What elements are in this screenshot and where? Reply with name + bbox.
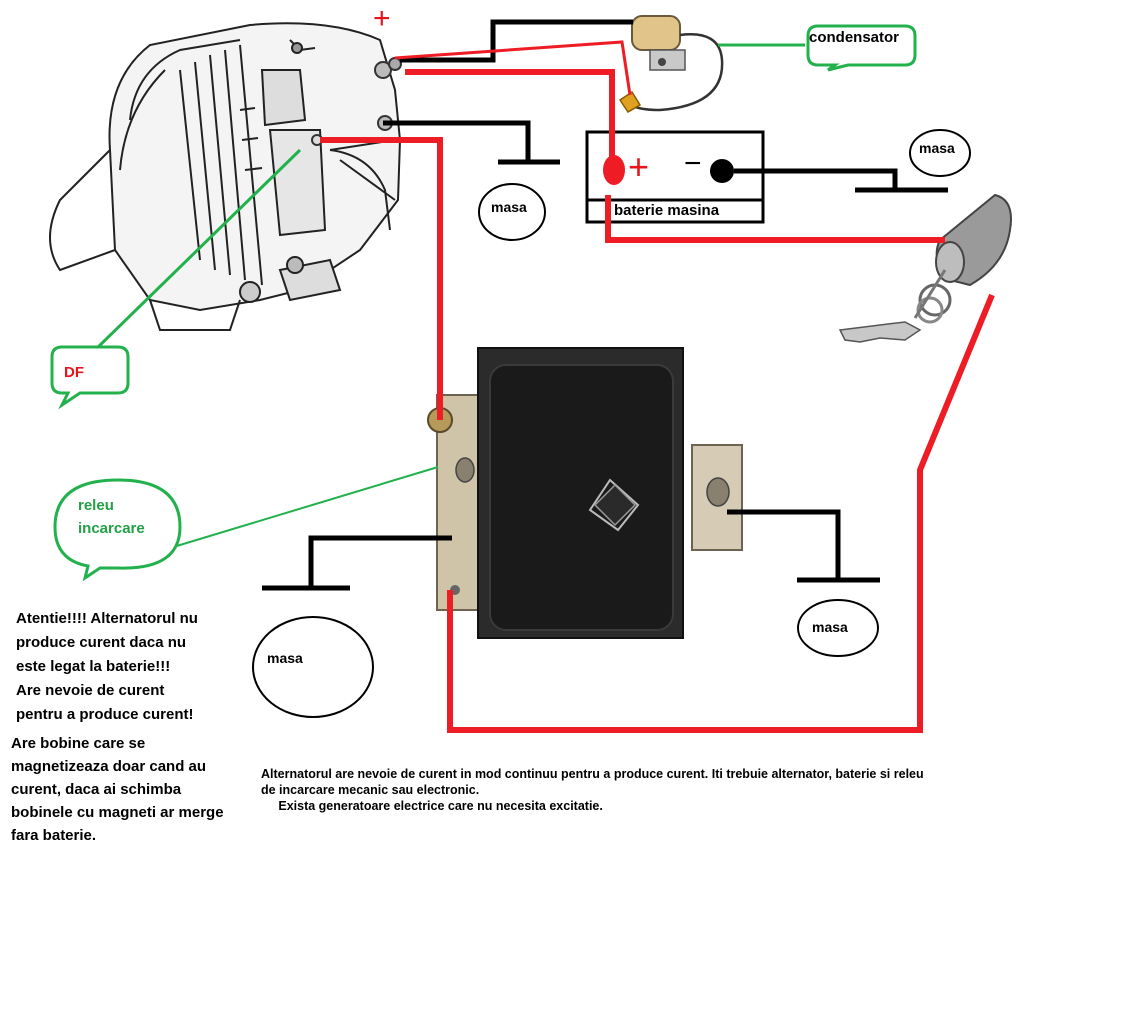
regulator-relay xyxy=(427,347,743,639)
battery xyxy=(585,130,765,224)
red-thin-wire xyxy=(394,40,632,96)
condensator-label: condensator xyxy=(809,29,900,46)
masa-left-ellipse xyxy=(252,616,374,718)
green-wires xyxy=(93,43,805,549)
bobine-line: curent, daca ai schimba xyxy=(11,781,182,798)
alternator-plus-label: + xyxy=(373,2,391,35)
releu-callout xyxy=(53,478,182,582)
releu-label-line2: incarcare xyxy=(78,520,145,537)
warning-line: Are nevoie de curent xyxy=(16,682,165,699)
black-wires xyxy=(262,19,948,591)
battery-negative-terminal xyxy=(710,159,734,183)
bobine-note: Are bobine care se magnetizeaza doar can… xyxy=(11,732,224,847)
bottom-line: de incarcare mecanic sau electronic. xyxy=(261,783,480,797)
warning-line: este legat la baterie!!! xyxy=(16,658,171,675)
battery-positive-terminal xyxy=(603,155,625,185)
bottom-line: Alternatorul are nevoie de curent in mod… xyxy=(261,767,924,781)
ignition-switch xyxy=(838,193,1012,343)
releu-label-line1: releu xyxy=(78,497,114,514)
df-callout xyxy=(50,345,130,410)
condensator-callout xyxy=(806,24,917,72)
battery-label: baterie masina xyxy=(614,202,720,219)
condenser-drawing xyxy=(618,15,724,114)
bottom-line: Exista generatoare electrice care nu nec… xyxy=(261,799,603,813)
masa-mid-ellipse xyxy=(478,183,546,241)
masa-right-ellipse xyxy=(797,599,879,657)
masa-right-label: masa xyxy=(812,619,848,635)
df-label: DF xyxy=(64,364,84,381)
bobine-line: fara baterie. xyxy=(11,827,97,844)
bobine-line: bobinele cu magneti ar merge xyxy=(11,804,224,821)
warning-line: produce curent daca nu xyxy=(16,634,187,651)
battery-minus-label: − xyxy=(684,147,702,180)
alternator-d-plus-terminal xyxy=(388,57,402,71)
warning-note: Atentie!!!! Alternatorul nu produce cure… xyxy=(16,607,198,727)
bobine-line: Are bobine care se xyxy=(11,735,146,752)
battery-plus-label: + xyxy=(628,146,650,187)
red-wires xyxy=(320,69,995,733)
bottom-note: Alternatorul are nevoie de curent in mod… xyxy=(261,766,924,814)
bobine-line: magnetizeaza doar cand au xyxy=(11,758,207,775)
masa-top-right-label: masa xyxy=(919,140,955,156)
masa-left-label: masa xyxy=(267,650,303,666)
masa-top-right-ellipse xyxy=(909,129,971,177)
masa-mid-label: masa xyxy=(491,199,527,215)
warning-line: Atentie!!!! Alternatorul nu xyxy=(16,610,198,627)
alternator-b-plus-terminal xyxy=(374,61,392,79)
alternator-drawing xyxy=(49,22,402,331)
warning-line: pentru a produce curent! xyxy=(16,706,194,723)
